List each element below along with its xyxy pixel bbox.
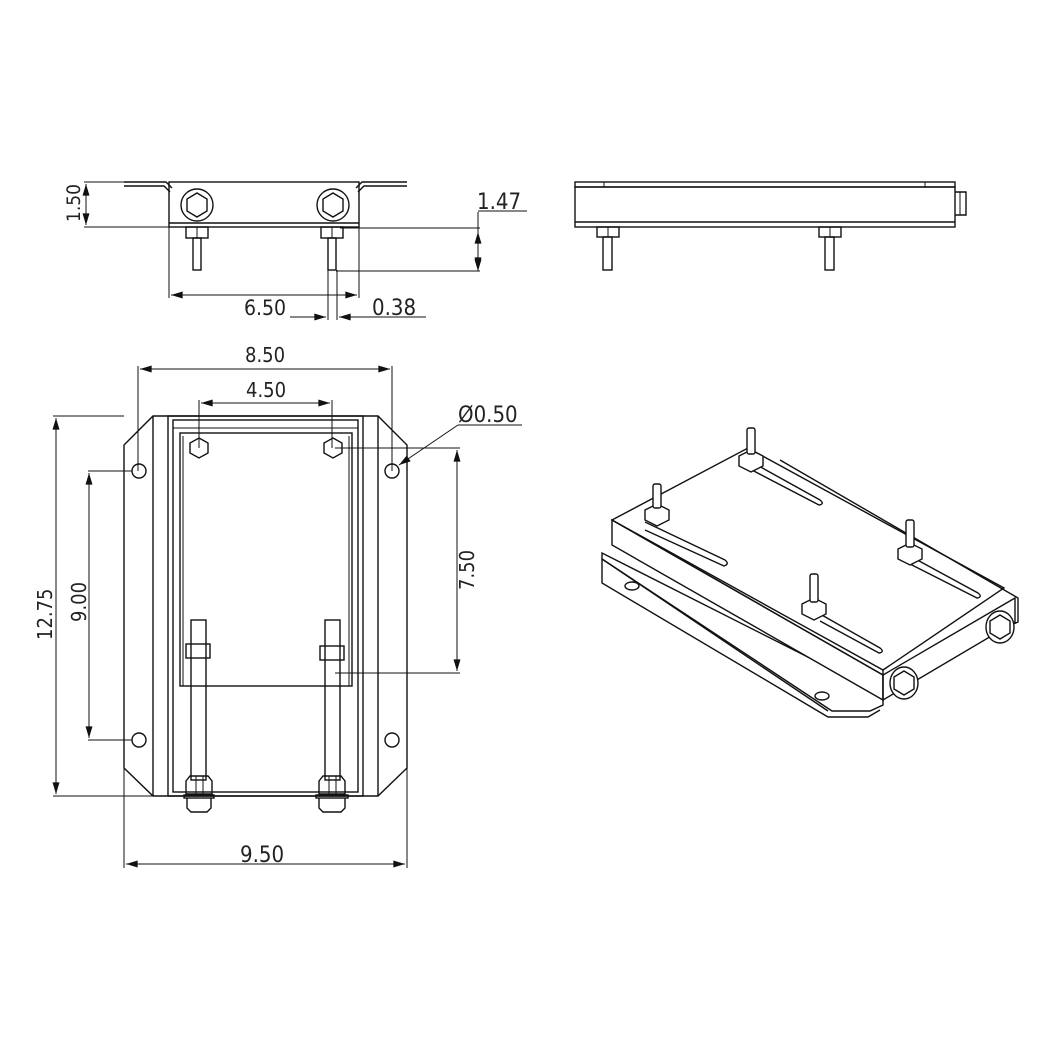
dim-overall-width: 9.50: [240, 843, 284, 868]
adjusting-rod-icon: [315, 619, 349, 813]
dim-overall-hole-spacing-x: 8.50: [245, 343, 285, 367]
dim-hole-diameter: Ø0.50: [458, 403, 518, 428]
stud-icon: [738, 427, 764, 473]
front-view: 1.50 1.47 6.50 0.38: [63, 181, 527, 321]
stud-icon: [320, 226, 344, 271]
dim-overall-length: 12.75: [33, 589, 57, 641]
stud-icon: [818, 226, 842, 271]
mounting-hole-icon: [384, 732, 400, 748]
hex-bolt-head-icon: [180, 188, 214, 222]
isometric-view: [601, 427, 1019, 718]
stud-icon: [644, 483, 670, 527]
dim-slot-travel: 7.50: [455, 550, 479, 590]
dim-width: 6.50: [244, 296, 286, 320]
stud-icon: [596, 226, 620, 271]
mounting-hole-icon: [131, 732, 147, 748]
hex-bolt-head-icon: [889, 666, 919, 700]
adjusting-rod-icon: [183, 619, 215, 813]
stud-icon: [185, 226, 209, 271]
hex-nut-icon: [189, 437, 209, 459]
stud-icon: [801, 573, 827, 621]
hex-bolt-head-icon: [985, 610, 1015, 644]
hex-nut-icon: [323, 437, 343, 459]
stud-icon: [897, 519, 923, 566]
dim-stud-projection: 1.47: [477, 190, 521, 215]
dim-stud-diameter: 0.38: [372, 296, 416, 321]
top-view: 8.50 4.50 Ø0.50 7.50 12.75 9.00 9.50: [33, 343, 522, 868]
dim-stud-spacing-x: 4.50: [246, 378, 286, 402]
hex-bolt-head-icon: [316, 188, 350, 222]
dim-hole-spacing-y: 9.00: [67, 582, 91, 622]
dim-height: 1.50: [63, 184, 85, 222]
side-view: [574, 181, 967, 271]
mounting-hole-icon: [131, 463, 147, 479]
